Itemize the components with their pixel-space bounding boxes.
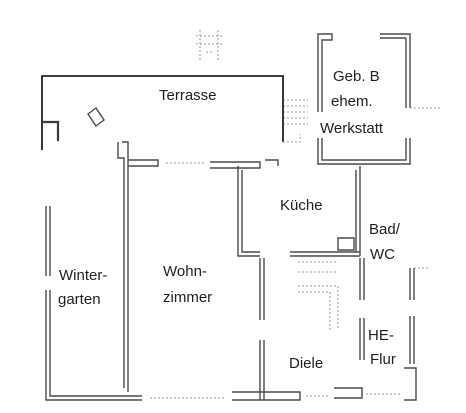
- building-b-wall: [317, 33, 411, 112]
- partition-wall: [259, 258, 265, 400]
- kitchen-counter: [337, 237, 355, 251]
- label-werkstatt: Werkstatt: [320, 120, 384, 137]
- label-garten: garten: [58, 291, 101, 308]
- label-wc: WC: [370, 246, 395, 263]
- bottom-wall: [232, 367, 417, 401]
- top-annex-marks: [196, 30, 308, 125]
- label-bad: Bad/: [369, 221, 401, 238]
- wintergarten-inner: [117, 141, 129, 392]
- stair-area: [298, 261, 339, 330]
- label-winter: Winter-: [59, 267, 107, 284]
- bath-walls: [359, 258, 415, 364]
- terrace-outline: [41, 75, 284, 150]
- wintergarten-wall: [45, 206, 142, 401]
- label-zimmer: zimmer: [163, 289, 212, 306]
- label-ehem: ehem.: [331, 93, 373, 110]
- label-terrasse: Terrasse: [159, 87, 217, 104]
- terrace-pillar: [87, 106, 105, 128]
- label-diele: Diele: [289, 355, 323, 372]
- livingroom-top-wall: [128, 159, 279, 169]
- bottom-dots: [150, 393, 400, 399]
- terrace-right-edge: [283, 134, 301, 143]
- label-kueche: Küche: [280, 197, 323, 214]
- label-geb-b: Geb. B: [333, 68, 380, 85]
- building-b-bottom: [317, 138, 411, 165]
- label-wohn: Wohn-: [163, 263, 207, 280]
- kitchen-walls: [237, 166, 361, 257]
- label-flur: Flur: [370, 351, 396, 368]
- terrace-left-stub: [42, 120, 60, 142]
- label-he: HE-: [368, 327, 394, 344]
